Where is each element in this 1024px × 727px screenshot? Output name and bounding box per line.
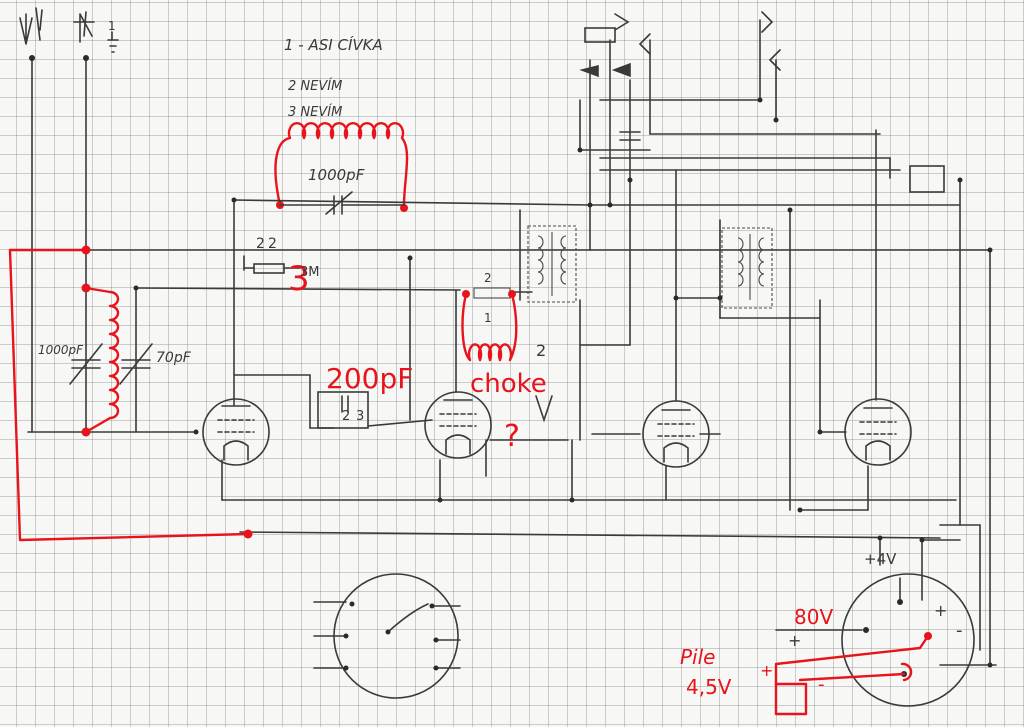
pencil-junctions: [133, 97, 993, 668]
cap-200pf-label: 200pF: [326, 362, 413, 395]
choke-arrow: [535, 395, 553, 423]
choke-resistor: [473, 287, 511, 299]
antenna-feed-wires: [27, 57, 197, 433]
red-pile-wire: [774, 634, 930, 686]
cap-num-2: 2: [342, 409, 350, 424]
pile-plus: +: [760, 661, 773, 680]
tuning-cap-right-label: 70pF: [156, 350, 192, 366]
pile-title: Pile: [680, 645, 715, 669]
red-ground-loop: [8, 248, 250, 542]
variable-cap-top: [279, 191, 405, 215]
choke-label: choke: [470, 369, 547, 399]
top-cap-label: 1000pF: [308, 166, 365, 184]
ground-node: [83, 55, 89, 61]
battery-box: [774, 682, 808, 716]
top-right-connectors: [579, 11, 781, 141]
socket-pins-left: [343, 601, 439, 671]
tuning-capacitors: [69, 343, 153, 385]
red-node: [243, 529, 253, 539]
pile-minus: -: [818, 674, 825, 695]
transformer-2: [721, 227, 773, 309]
vacuum-tube-2: [424, 391, 492, 459]
pile-voltage: 4,5V: [686, 675, 732, 699]
antenna-node: [29, 55, 35, 61]
red-node: [924, 632, 932, 640]
main-wiring: [85, 19, 997, 666]
tuning-cap-left-label: 1000pF: [38, 343, 84, 357]
red-choke-coil: [461, 292, 518, 362]
note-line-1: 1 - ASI CÍVKA: [284, 35, 383, 54]
antenna-symbols: [19, 7, 119, 53]
cap-num-3: 3: [356, 409, 364, 424]
vacuum-tube-3: [642, 400, 710, 468]
red-tuning-coil: [84, 286, 120, 434]
note-line-3: 3 NEVÍM: [288, 104, 342, 120]
resistor-num-2a: 2: [256, 236, 265, 252]
red-node: [400, 204, 408, 212]
red-node: [462, 290, 470, 298]
voltage-80v-label: 80V: [794, 605, 833, 629]
power-socket-pins: [863, 599, 907, 677]
choke-num-1: 1: [484, 311, 492, 325]
voltage-80v-plus: +: [788, 631, 801, 650]
red-number-3: 3: [288, 259, 310, 299]
voltage-4v-plus: +: [934, 601, 947, 620]
choke-question: ?: [504, 419, 520, 454]
red-node: [81, 245, 91, 255]
vacuum-tube-1: [202, 398, 270, 466]
voltage-4v-label: +4V: [864, 550, 897, 568]
resistor-3m-label: 3M: [300, 265, 320, 280]
choke-num-2b: 2: [536, 341, 546, 360]
transformer-1: [527, 225, 577, 303]
ground-number: 1: [108, 19, 116, 33]
power-socket-right: [841, 573, 975, 707]
note-line-2: 2 NEVÍM: [288, 78, 342, 94]
cap-200pf-symbol: [341, 395, 349, 413]
voltage-4v-minus: -: [956, 620, 963, 641]
resistor-num-2b: 2: [268, 236, 277, 252]
red-node: [508, 290, 516, 298]
tube-socket-left: [313, 573, 461, 699]
top-red-coil: [274, 121, 409, 207]
vacuum-tube-4: [844, 398, 912, 466]
choke-num-2: 2: [484, 271, 492, 285]
